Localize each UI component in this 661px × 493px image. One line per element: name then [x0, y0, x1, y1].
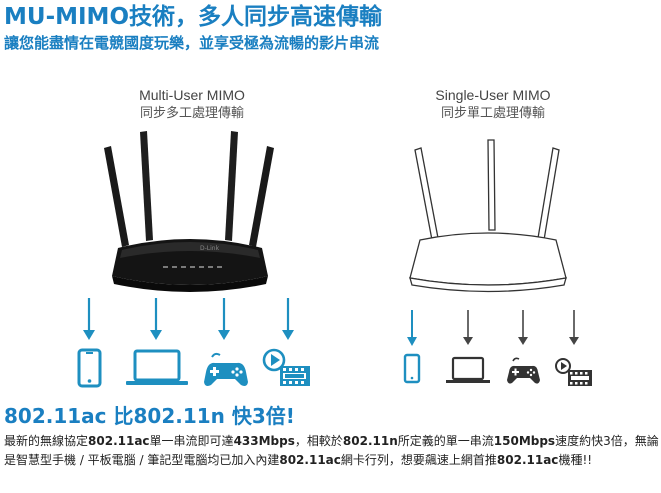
mimo-illustration: D-Link [77, 131, 592, 388]
multi-user-label: Multi-User MIMO 同步多工處理傳輸 [122, 86, 262, 124]
outline-router-image [409, 139, 567, 293]
speed-headline: 802.11ac 比802.11n 快3倍! [4, 404, 295, 428]
smartphone-icon [77, 348, 102, 388]
black-router-image: D-Link [104, 131, 274, 292]
laptop-icon [446, 356, 490, 383]
gamepad-icon [204, 352, 248, 386]
multi-user-title-zh: 同步多工處理傳輸 [139, 106, 244, 121]
video-icon [555, 358, 592, 386]
router-brand-text: D-Link [200, 245, 220, 252]
single-user-title-zh: 同步單工處理傳輸 [440, 106, 545, 121]
video-icon [262, 348, 310, 386]
multi-user-title-en: Multi-User MIMO [139, 87, 245, 103]
page-title: MU-MIMO技術，多人同步高速傳輸 [4, 4, 382, 30]
description-paragraph: 最新的無線協定802.11ac單一串流即可達433Mbps，相較於802.11n… [4, 434, 659, 467]
page-subtitle: 讓您能盡情在電競國度玩樂，並享受極為流暢的影片串流 [4, 34, 380, 52]
smartphone-icon [403, 353, 421, 384]
gamepad-icon [507, 357, 540, 384]
multi-user-arrows [83, 298, 294, 340]
single-user-label: Single-User MIMO 同步單工處理傳輸 [423, 86, 563, 124]
single-user-arrows [407, 310, 579, 346]
single-user-title-en: Single-User MIMO [435, 87, 551, 103]
laptop-icon [126, 349, 188, 385]
